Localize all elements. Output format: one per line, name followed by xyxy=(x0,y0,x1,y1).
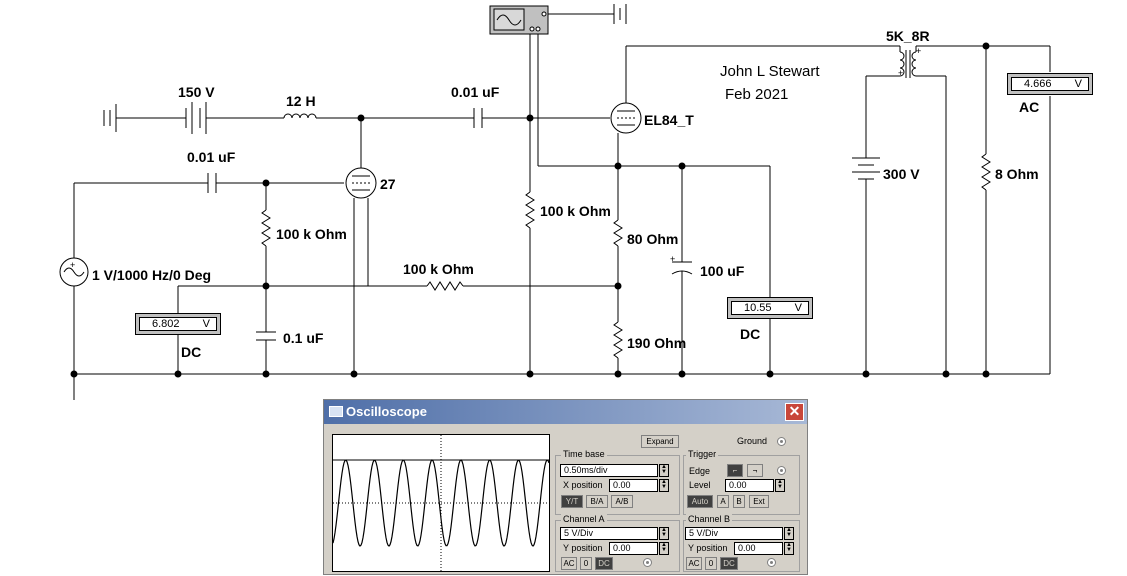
cathode-190-label: 190 Ohm xyxy=(627,335,687,351)
cathode-80-label: 80 Ohm xyxy=(627,231,679,247)
x-position-spinner[interactable]: ▲▼ xyxy=(659,479,669,492)
channel-a-ypos-field[interactable]: 0.00 xyxy=(609,542,658,555)
timebase-group xyxy=(555,455,680,515)
channel-b-vdiv-field[interactable]: 5 V/Div xyxy=(685,527,783,540)
channel-b-vdiv-spinner[interactable]: ▲▼ xyxy=(784,527,794,540)
voltmeter-1-unit: V xyxy=(202,318,210,330)
channel-b-dc-button[interactable]: DC xyxy=(720,557,738,570)
channel-b-ac-button[interactable]: AC xyxy=(686,557,702,570)
channel-a-terminal[interactable] xyxy=(643,558,652,567)
bypass-cap-label: 100 uF xyxy=(700,263,745,279)
circuit-schematic: + + + + xyxy=(59,4,1051,400)
trigger-a-button[interactable]: A xyxy=(717,495,729,508)
x-position-label: X position xyxy=(563,480,603,490)
oscilloscope-titlebar[interactable]: Oscilloscope ✕ xyxy=(324,400,807,424)
voltmeter-1-mode: DC xyxy=(181,344,202,360)
trigger-group xyxy=(683,455,800,515)
svg-text:+: + xyxy=(916,46,921,56)
scope-instrument-icon xyxy=(489,5,549,35)
channel-a-ypos-spinner[interactable]: ▲▼ xyxy=(659,542,669,555)
mode-ab-button[interactable]: A/B xyxy=(611,495,633,508)
grid-resistor-el84-label: 100 k Ohm xyxy=(540,203,611,219)
timebase-title: Time base xyxy=(561,449,607,459)
ground-terminal[interactable] xyxy=(777,437,786,446)
tube-27-label: 27 xyxy=(380,176,396,192)
channel-a-group xyxy=(555,520,680,572)
voltmeter-3-mode: AC xyxy=(1019,99,1040,115)
transformer-label: 5K_8R xyxy=(886,28,930,44)
channel-b-terminal[interactable] xyxy=(767,558,776,567)
voltmeter-2-unit: V xyxy=(794,302,802,314)
timebase-spinner[interactable]: ▲▼ xyxy=(659,464,669,477)
cap-01-label: 0.1 uF xyxy=(283,330,324,346)
svg-text:+: + xyxy=(70,260,75,270)
level-field[interactable]: 0.00 xyxy=(725,479,774,492)
channel-b-title: Channel B xyxy=(686,514,733,524)
trigger-ext-button[interactable]: Ext xyxy=(749,495,769,508)
oscilloscope-window[interactable]: Oscilloscope ✕ Expand Ground Time base 0… xyxy=(323,399,808,575)
channel-a-zero-button[interactable]: 0 xyxy=(580,557,592,570)
voltmeter-3[interactable]: 4.666 V xyxy=(1007,73,1093,95)
voltmeter-1-value: 6.802 xyxy=(152,318,180,330)
voltmeter-2-mode: DC xyxy=(740,326,761,342)
scope-trace xyxy=(332,459,550,547)
channel-a-dc-button[interactable]: DC xyxy=(595,557,613,570)
x-position-field[interactable]: 0.00 xyxy=(609,479,658,492)
ac-source-label: 1 V/1000 Hz/0 Deg xyxy=(92,267,212,283)
expand-button[interactable]: Expand xyxy=(641,435,679,448)
tube-el84-label: EL84_T xyxy=(644,112,694,128)
author-label: John L Stewart xyxy=(720,63,820,80)
svg-text:+: + xyxy=(898,68,903,78)
coupling-cap-label: 0.01 uF xyxy=(451,84,500,100)
voltmeter-3-value: 4.666 xyxy=(1024,78,1052,90)
svg-text:+: + xyxy=(670,254,675,264)
trigger-title: Trigger xyxy=(686,449,719,459)
input-cap-label: 0.01 uF xyxy=(187,149,236,165)
channel-a-ac-button[interactable]: AC xyxy=(561,557,577,570)
edge-rising-button[interactable]: ⌐ xyxy=(727,464,743,477)
channel-a-vdiv-spinner[interactable]: ▲▼ xyxy=(659,527,669,540)
mode-yt-button[interactable]: Y/T xyxy=(561,495,583,508)
feedback-resistor-label: 100 k Ohm xyxy=(403,261,474,277)
trigger-b-button[interactable]: B xyxy=(733,495,745,508)
oscilloscope-title: Oscilloscope xyxy=(346,404,427,419)
channel-a-vdiv-field[interactable]: 5 V/Div xyxy=(560,527,658,540)
channel-b-ypos-spinner[interactable]: ▲▼ xyxy=(784,542,794,555)
window-icon xyxy=(329,406,343,417)
grid-resistor-27-label: 100 k Ohm xyxy=(276,226,347,242)
date-label: Feb 2021 xyxy=(725,86,789,103)
voltmeter-2[interactable]: 10.55 V xyxy=(727,297,813,319)
trigger-terminal[interactable] xyxy=(777,466,786,475)
load-resistor-label: 8 Ohm xyxy=(995,166,1039,182)
mode-ba-button[interactable]: B/A xyxy=(586,495,608,508)
ground-label: Ground xyxy=(737,436,768,446)
edge-label: Edge xyxy=(689,466,711,476)
battery-150-label: 150 V xyxy=(178,84,215,100)
channel-b-group xyxy=(683,520,800,572)
battery-300-label: 300 V xyxy=(883,166,920,182)
channel-a-ypos-label: Y position xyxy=(563,543,603,553)
channel-b-ypos-label: Y position xyxy=(688,543,728,553)
edge-falling-button[interactable]: ¬ xyxy=(747,464,763,477)
channel-b-ypos-field[interactable]: 0.00 xyxy=(734,542,783,555)
scope-display xyxy=(332,434,550,572)
close-button[interactable]: ✕ xyxy=(785,403,804,421)
level-label: Level xyxy=(689,480,711,490)
timebase-field[interactable]: 0.50ms/div xyxy=(560,464,658,477)
voltmeter-2-value: 10.55 xyxy=(744,302,772,314)
voltmeter-3-unit: V xyxy=(1074,78,1082,90)
choke-label: 12 H xyxy=(286,93,316,109)
trigger-auto-button[interactable]: Auto xyxy=(687,495,713,508)
voltmeter-1[interactable]: 6.802 V xyxy=(135,313,221,335)
channel-a-title: Channel A xyxy=(561,514,607,524)
channel-b-zero-button[interactable]: 0 xyxy=(705,557,717,570)
level-spinner[interactable]: ▲▼ xyxy=(775,479,785,492)
